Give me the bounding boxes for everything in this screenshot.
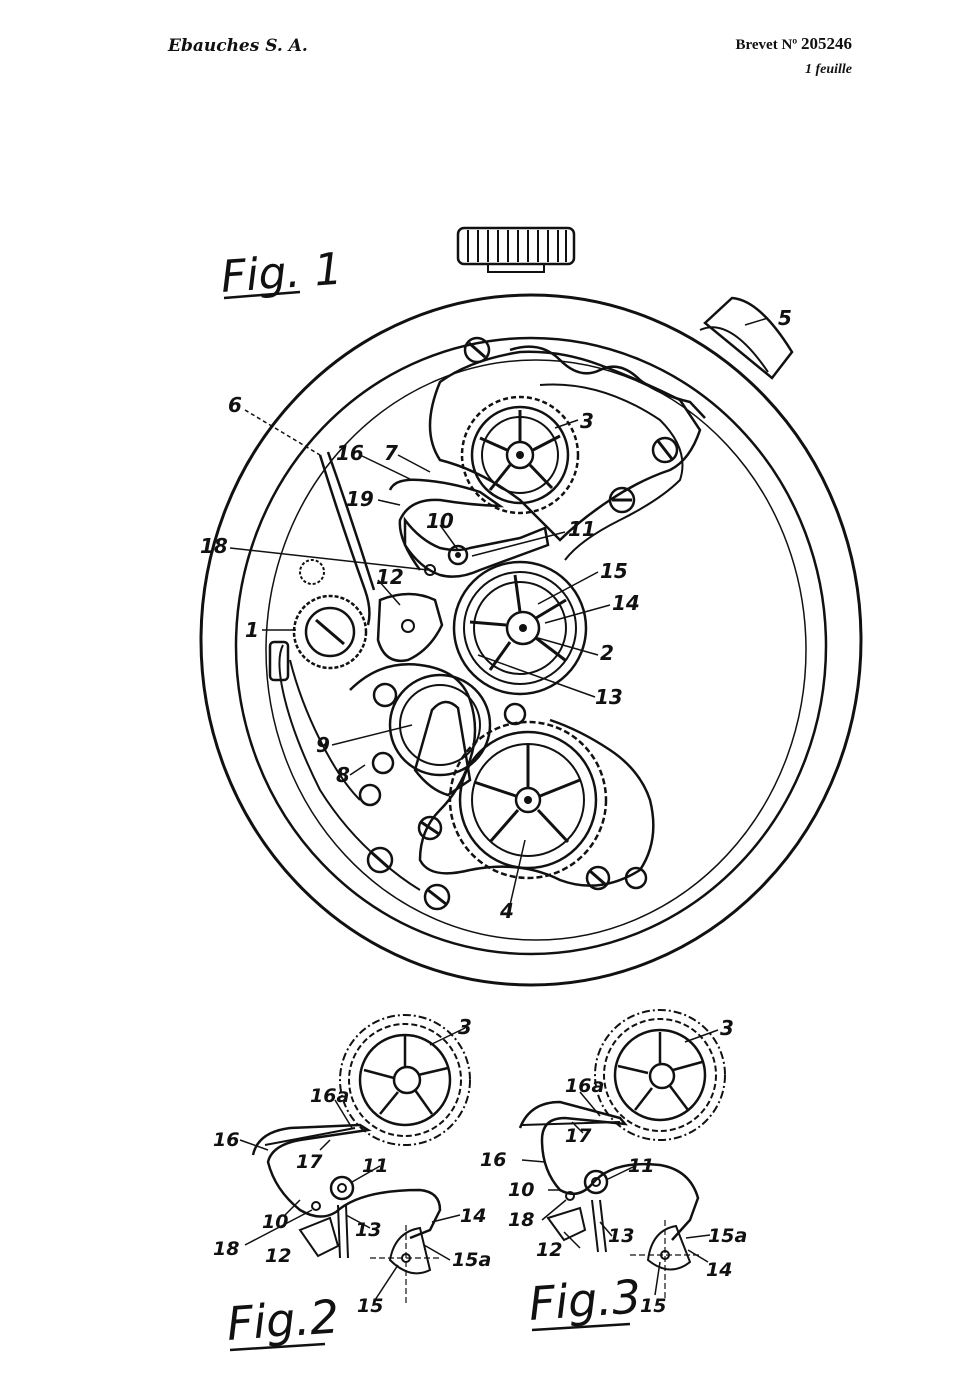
fig2-label-16a: 16a	[310, 1085, 349, 1107]
fig3-label-18: 18	[508, 1209, 534, 1231]
fig2-label-15: 15	[357, 1295, 383, 1317]
fig2-title: Fig.2	[225, 1289, 341, 1351]
fig3-label-16a: 16a	[565, 1075, 604, 1097]
crown	[456, 226, 576, 273]
label-8: 8	[336, 763, 350, 787]
fig2-label-10: 10	[262, 1211, 288, 1233]
fig3-label-13: 13	[608, 1225, 634, 1247]
fig2-label-12: 12	[265, 1245, 291, 1267]
figure-3: 3 16a 17 16 11 10 18 12 13 15a 14 15 Fig…	[480, 1009, 747, 1332]
label-5: 5	[778, 306, 792, 330]
label-11: 11	[568, 517, 596, 541]
label-16: 16	[336, 441, 364, 465]
fig3-label-15a: 15a	[708, 1225, 747, 1247]
label-4: 4	[499, 899, 514, 923]
fig2-label-14: 14	[460, 1205, 486, 1227]
label-10: 10	[426, 509, 454, 533]
fig2-label-15a: 15a	[452, 1249, 491, 1271]
fig2-label-3: 3	[458, 1015, 472, 1039]
label-7: 7	[384, 441, 398, 465]
fig3-label-11: 11	[628, 1155, 654, 1177]
patent-number-value: 205246	[801, 34, 852, 53]
lower-bridge	[349, 663, 655, 887]
wavy-cam	[509, 345, 706, 419]
fig2-label-11: 11	[362, 1155, 388, 1177]
figure-1: Fig. 1	[199, 226, 863, 987]
fig2-label-13: 13	[355, 1219, 381, 1241]
label-14: 14	[612, 591, 640, 615]
fig1-leaders	[229, 317, 769, 906]
fig3-label-10: 10	[508, 1179, 534, 1201]
right-bridge	[539, 383, 684, 561]
wheel-9	[388, 673, 492, 797]
label-15: 15	[600, 559, 628, 583]
label-13: 13	[595, 685, 623, 709]
watch-case-inner	[234, 336, 828, 956]
pusher-5	[699, 296, 794, 380]
applicant-name: Ebauches S. A.	[168, 36, 308, 56]
fig1-labels: 5 3 6 16 7 19 10 11 18 12 15 14 1 2 13 9…	[200, 306, 792, 923]
ratchet-1	[292, 594, 368, 670]
lever-6	[318, 451, 376, 626]
screws	[358, 336, 679, 911]
label-6: 6	[228, 393, 242, 417]
wheel-3	[460, 395, 580, 515]
fig3-label-3: 3	[720, 1016, 734, 1040]
patent-prefix: Brevet Nº	[735, 37, 798, 53]
label-12: 12	[376, 565, 404, 589]
wheel-2	[452, 560, 588, 696]
label-18: 18	[200, 534, 228, 558]
movement-plate	[265, 359, 807, 941]
fig2-label-17: 17	[296, 1151, 323, 1173]
patent-number: Brevet Nº 205246	[736, 34, 853, 54]
case-clamp	[268, 640, 290, 682]
fig3-label-14: 14	[706, 1259, 732, 1281]
upper-bridge	[428, 350, 702, 542]
label-2: 2	[600, 641, 614, 665]
label-3: 3	[580, 409, 594, 433]
wheel-4	[448, 720, 608, 880]
lever-16	[388, 478, 505, 571]
fig3-label-15: 15	[640, 1295, 666, 1317]
label-19: 19	[346, 487, 374, 511]
figure-2: 3 16a 16 17 11 10 14 18 12 13 15a 15 Fig…	[213, 1014, 491, 1352]
lever-12	[376, 592, 444, 663]
label-9: 9	[316, 733, 330, 757]
fig2-label-16: 16	[213, 1129, 239, 1151]
fig1-underline	[223, 290, 301, 300]
fig3-label-12: 12	[536, 1239, 562, 1261]
sheet-count: 1 feuille	[804, 62, 852, 77]
fig2-label-18: 18	[213, 1238, 239, 1260]
watch-case-outer	[199, 293, 863, 987]
fig3-title: Fig.3	[527, 1269, 643, 1331]
fig3-label-17: 17	[565, 1125, 592, 1147]
label-1: 1	[245, 618, 259, 642]
fig3-label-16: 16	[480, 1149, 506, 1171]
